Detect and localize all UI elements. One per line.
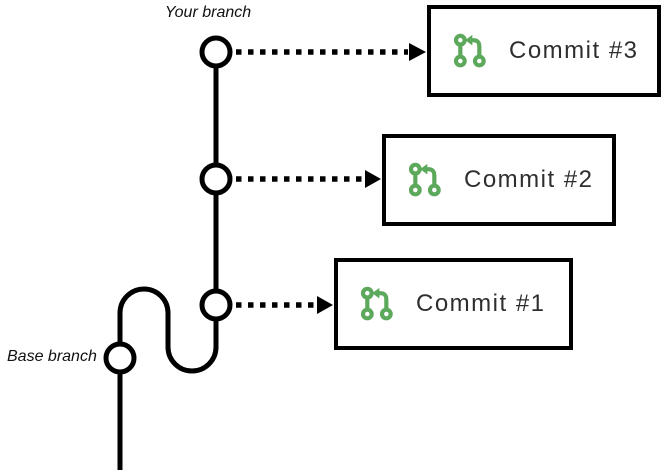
your-branch-label: Your branch bbox=[164, 4, 252, 21]
commit-label-2: Commit #2 bbox=[464, 166, 594, 193]
arrowhead-commit-1 bbox=[317, 296, 333, 314]
commit-node-3 bbox=[199, 35, 233, 69]
commit-node-1 bbox=[199, 288, 233, 322]
commit-label-3: Commit #3 bbox=[509, 37, 639, 64]
git-pull-request-icon bbox=[408, 162, 441, 197]
commit-card-1: Commit #1 bbox=[334, 258, 573, 350]
dotted-arrows bbox=[236, 43, 426, 314]
base-branch-label: Base branch bbox=[7, 348, 97, 365]
base-branch-node bbox=[103, 341, 137, 375]
commit-card-3: Commit #3 bbox=[427, 5, 661, 97]
your-branch-line bbox=[117, 52, 219, 470]
commit-card-2: Commit #2 bbox=[382, 134, 616, 226]
arrowhead-commit-2 bbox=[365, 170, 381, 188]
commit-node-2 bbox=[199, 162, 233, 196]
git-pull-request-icon bbox=[360, 286, 393, 321]
arrowhead-commit-3 bbox=[409, 43, 426, 61]
commit-label-1: Commit #1 bbox=[416, 290, 546, 317]
git-pull-request-icon bbox=[453, 33, 486, 68]
